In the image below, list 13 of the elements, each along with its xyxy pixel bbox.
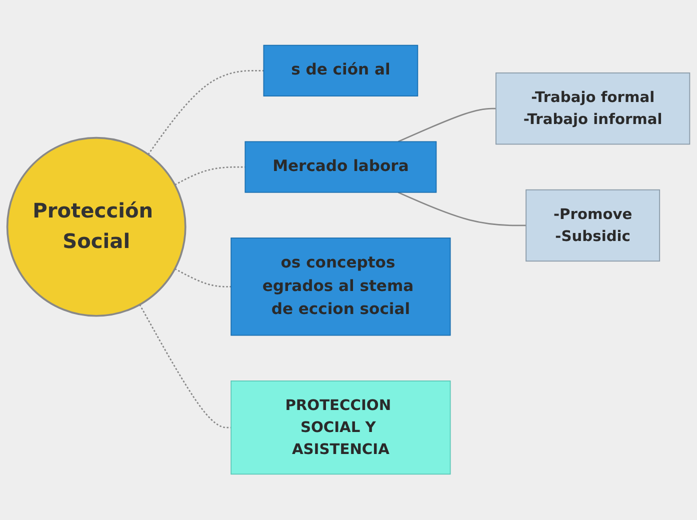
node-box: os conceptos egrados al stema de eccion social xyxy=(230,238,451,336)
node-box: s de ción al xyxy=(263,45,418,97)
node-circle: Protección Social xyxy=(6,137,186,318)
node-box: Mercado labora xyxy=(244,142,437,194)
connector xyxy=(398,192,526,226)
connector xyxy=(174,268,232,288)
node-box: -Promove -Subsidic xyxy=(526,190,660,262)
connector xyxy=(398,108,496,143)
connector xyxy=(148,70,264,156)
node-box: -Trabajo formal -Trabajo informal xyxy=(496,72,690,145)
node-box: PROTECCION SOCIAL Y ASISTENCIA xyxy=(230,380,451,475)
connector xyxy=(174,166,246,186)
connector xyxy=(139,304,232,429)
